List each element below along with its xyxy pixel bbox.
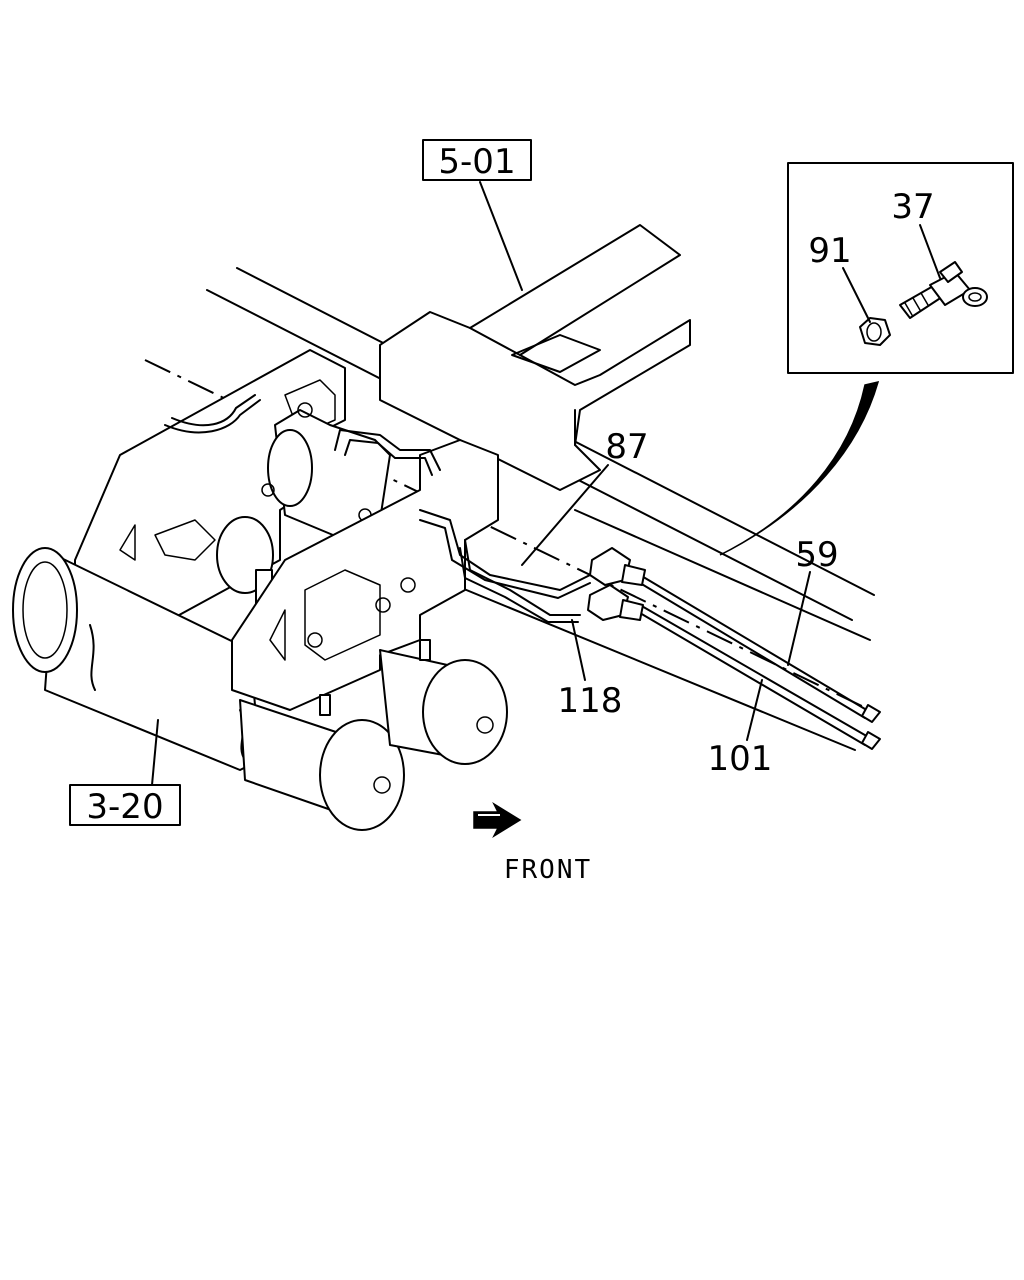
right-air-tanks	[239, 639, 508, 831]
nut-icon	[859, 317, 891, 346]
pipe-fittings	[587, 547, 881, 750]
leader-lines	[151, 181, 941, 786]
relay-valve	[216, 402, 391, 611]
ref-box-top: 5-01	[422, 139, 532, 182]
ref-box-bottom: 3-20	[69, 784, 181, 827]
part-59-label: 59	[795, 535, 838, 575]
part-37-label: 37	[891, 187, 934, 227]
part-118-label: 118	[558, 681, 623, 721]
part-87-label: 87	[605, 427, 648, 467]
air-pipes	[164, 394, 871, 746]
part-91-label: 91	[808, 231, 851, 271]
ref-box-bottom-label: 3-20	[86, 787, 163, 827]
front-arrow-icon	[473, 801, 522, 839]
part-101-label: 101	[708, 739, 773, 779]
cross-member	[379, 224, 691, 491]
detail-inset	[719, 162, 1014, 556]
front-direction-label: FRONT	[504, 855, 592, 885]
union-elbow-fitting-icon	[899, 261, 988, 319]
ref-box-top-label: 5-01	[438, 142, 515, 182]
right-bracket	[231, 439, 499, 711]
